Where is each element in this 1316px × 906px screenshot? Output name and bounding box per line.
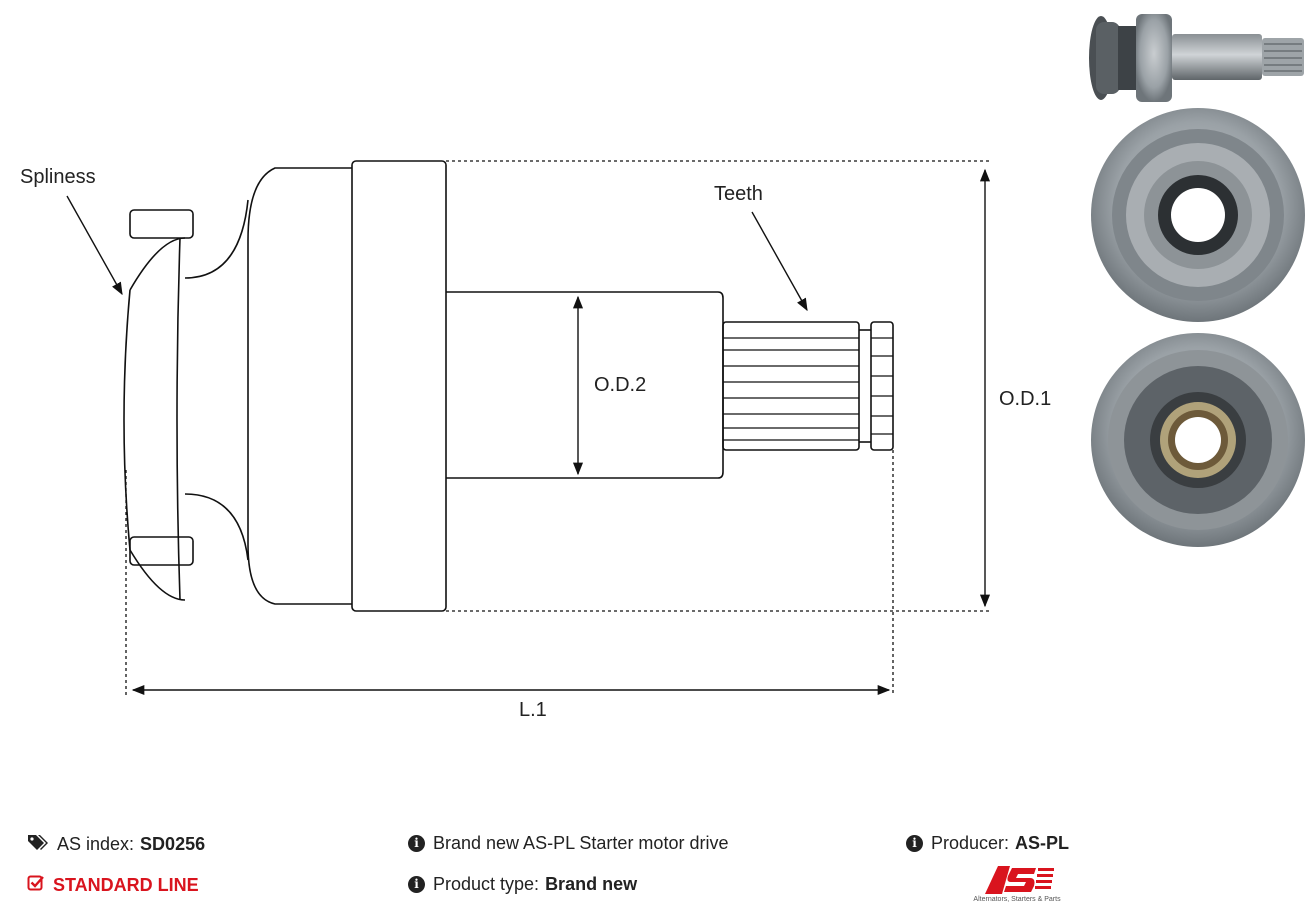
teeth-label: Teeth [714, 183, 763, 205]
standard-line-label: STANDARD LINE [53, 875, 199, 895]
spliness-leader [66, 195, 123, 296]
od2-label: O.D.2 [594, 374, 646, 396]
drive-rear-view-photo [1091, 108, 1305, 322]
drive-side-view-photo [1089, 14, 1304, 102]
info-icon: i [408, 876, 425, 893]
product-type-row: i Product type: Brand new [408, 874, 637, 895]
as-pl-logo: Alternators, Starters & Parts [962, 862, 1072, 906]
product-type-value: Brand new [545, 874, 638, 894]
drive-outline [123, 160, 894, 612]
dimension-guides [125, 160, 992, 695]
as-pl-logo-mark [985, 866, 1054, 894]
od1-label: O.D.1 [999, 388, 1051, 410]
product-type-label: Product type: [433, 874, 540, 894]
producer-row: i Producer: AS-PL [906, 833, 1069, 854]
as-index-label: AS index: [57, 834, 135, 854]
description-text: Brand new AS-PL Starter motor drive [433, 833, 729, 853]
info-icon: i [906, 835, 923, 852]
l1-label: L.1 [519, 699, 547, 721]
as-index-value: SD0256 [140, 834, 206, 854]
description-row: i Brand new AS-PL Starter motor drive [408, 833, 728, 854]
info-icon: i [408, 835, 425, 852]
logo-tagline: Alternators, Starters & Parts [973, 896, 1061, 903]
spliness-label: Spliness [20, 166, 96, 188]
as-index-row: AS index: SD0256 [27, 833, 205, 856]
tags-icon [27, 833, 49, 856]
checkbox-checked-icon [27, 874, 45, 897]
spline-teeth [723, 337, 893, 441]
standard-line-row: STANDARD LINE [27, 874, 199, 897]
drive-front-view-photo [1091, 333, 1305, 547]
producer-value: AS-PL [1015, 833, 1070, 853]
producer-label: Producer: [931, 833, 1010, 853]
teeth-leader [751, 211, 808, 312]
